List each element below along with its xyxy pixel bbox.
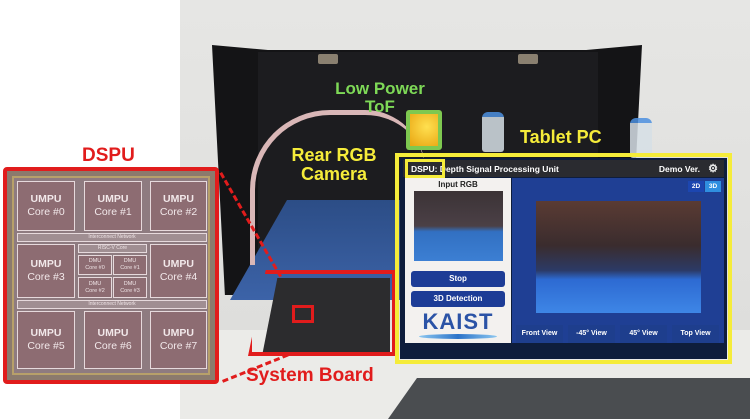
core-name: DMU <box>88 258 102 265</box>
3d-point-cloud-view <box>536 201 701 313</box>
gear-icon[interactable]: ⚙ <box>708 163 718 175</box>
tablet-stand <box>388 378 750 419</box>
label-line: Low Power <box>335 79 425 98</box>
app-header: DSPU: Depth Signal Processing Unit Demo … <box>403 160 724 177</box>
label-line: Rear RGB <box>291 145 377 165</box>
input-rgb-preview <box>414 191 503 261</box>
3d-view-panel: 2D 3D Front View -45° View 45° View Top … <box>512 178 724 343</box>
core-name: UMPU <box>163 192 194 205</box>
dspu-chip-highlight <box>292 305 314 323</box>
core-index: Core #1 <box>120 265 140 271</box>
core-name: UMPU <box>163 257 194 270</box>
core-index: Core #2 <box>159 206 198 218</box>
input-panel: Input RGB Stop 3D Detection KAIST <box>405 178 511 343</box>
core-name: DMU <box>88 280 102 287</box>
core-name: UMPU <box>30 326 62 339</box>
input-rgb-label: Input RGB <box>438 180 478 189</box>
top-view-button[interactable]: Top View <box>672 325 719 343</box>
label-dspu: DSPU <box>82 145 135 166</box>
kaist-logo: KAIST <box>422 309 494 334</box>
core-index: Core #6 <box>94 340 132 352</box>
water-bottle <box>630 118 652 158</box>
label-line: ToF <box>365 96 395 116</box>
minus-45-view-button[interactable]: -45° View <box>568 325 615 343</box>
tof-sensor-chip <box>410 114 438 146</box>
label-tablet-pc: Tablet PC <box>520 127 602 147</box>
water-bottle <box>482 112 504 152</box>
interconnect-network-top: Interconnect Network <box>17 233 207 242</box>
label-system-board: System Board <box>246 365 374 386</box>
core-name: DMU <box>123 258 137 265</box>
dspu-title-highlight <box>405 159 445 178</box>
label-line: Camera <box>300 163 368 184</box>
app-version: Demo Ver. <box>658 164 700 174</box>
core-name: DMU <box>123 280 137 287</box>
front-view-button[interactable]: Front View <box>516 325 563 343</box>
label-low-power-tof: Low Power ToF <box>320 80 440 116</box>
core-index: Core #5 <box>27 340 65 352</box>
stop-button[interactable]: Stop <box>411 271 505 287</box>
interconnect-network-bottom: Interconnect Network <box>17 300 207 309</box>
core-index: Core #3 <box>120 287 140 294</box>
core-index: Core #1 <box>94 206 132 218</box>
core-index: Core #7 <box>159 340 198 352</box>
app-title: DSPU: Depth Signal Processing Unit <box>411 164 559 174</box>
45-view-button[interactable]: 45° View <box>620 325 667 343</box>
toggle-2d[interactable]: 2D <box>688 181 704 192</box>
core-name: UMPU <box>97 192 129 205</box>
core-index: Core #0 <box>27 206 65 218</box>
system-board <box>262 278 390 356</box>
system-board-highlight <box>248 270 396 356</box>
core-index: Core #2 <box>85 287 105 294</box>
core-name: UMPU <box>97 326 129 339</box>
core-name: UMPU <box>163 326 194 339</box>
core-index: Core #4 <box>159 271 198 283</box>
risc-v-core: RISC-V Core <box>78 244 147 253</box>
kaist-logo-swoosh <box>419 334 497 339</box>
3d-detection-button[interactable]: 3D Detection <box>411 291 505 307</box>
ribbon-cable <box>250 110 425 265</box>
core-name: UMPU <box>30 192 62 205</box>
core-index: Core #0 <box>85 265 105 271</box>
tablet-highlight <box>395 153 732 364</box>
core-index: Core #3 <box>27 271 65 283</box>
label-rear-rgb-camera: Rear RGB Camera <box>284 146 384 184</box>
hinge-left <box>318 54 338 64</box>
toggle-3d[interactable]: 3D <box>705 181 721 192</box>
core-name: UMPU <box>30 257 62 270</box>
hinge-right <box>518 54 538 64</box>
